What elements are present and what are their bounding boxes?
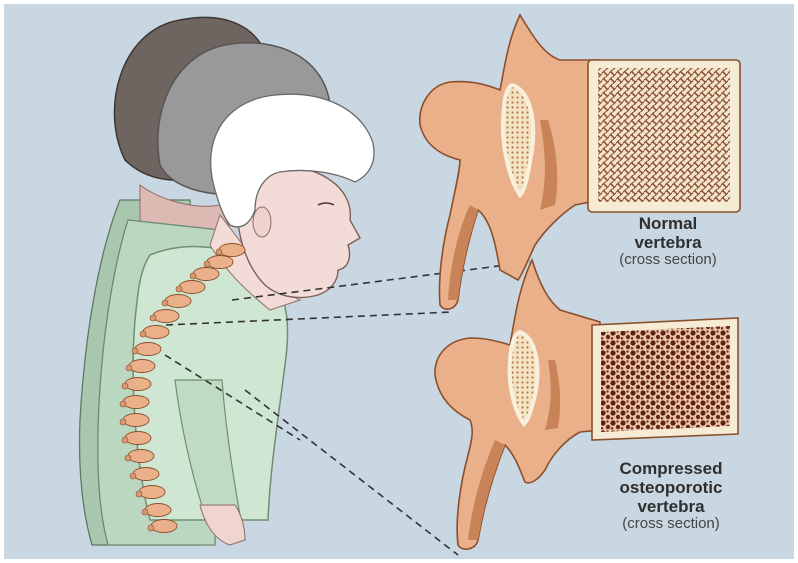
spinous-process (204, 261, 210, 267)
spinous-process (190, 273, 196, 279)
normal-vertebra-label: Normal vertebra (cross section) (588, 214, 748, 269)
spinous-process (136, 491, 142, 497)
spine-vertebra (219, 244, 245, 257)
spine-vertebra (125, 378, 151, 391)
compressed-label-line2: osteoporotic (586, 478, 756, 497)
normal-vertebra-trabecular-mesh (598, 68, 730, 202)
spine-vertebra (133, 468, 159, 481)
normal-label-line3: (cross section) (588, 252, 748, 269)
spine-vertebra (135, 343, 161, 356)
spinous-process (176, 286, 182, 292)
spine-vertebra (128, 450, 154, 463)
spine-vertebra (139, 486, 165, 499)
compressed-label-line1: Compressed (586, 459, 756, 478)
compressed-vertebra-porous-mesh (601, 326, 730, 432)
spinous-process (122, 437, 128, 443)
spinous-process (126, 365, 132, 371)
spinous-process (130, 473, 136, 479)
spine-vertebra (123, 414, 149, 427)
normal-label-line1: Normal (588, 214, 748, 233)
spinous-process (125, 455, 131, 461)
spine-vertebra (179, 281, 205, 294)
spinous-process (122, 383, 128, 389)
spine-vertebra (153, 310, 179, 323)
spine-vertebra (143, 326, 169, 339)
front-figure-ear (253, 207, 271, 237)
spinous-process (120, 401, 126, 407)
compressed-label-line4: (cross section) (586, 516, 756, 533)
spine-vertebra (193, 268, 219, 281)
spine-vertebra (123, 396, 149, 409)
spinous-process (148, 525, 154, 531)
spine-vertebra (207, 256, 233, 269)
spine-vertebra (165, 295, 191, 308)
compressed-label-line3: vertebra (586, 497, 756, 516)
spine-vertebra (125, 432, 151, 445)
spinous-process (216, 249, 222, 255)
spine-vertebra (151, 520, 177, 533)
normal-label-line2: vertebra (588, 233, 748, 252)
spine-vertebra (145, 504, 171, 517)
spinous-process (150, 315, 156, 321)
spinous-process (132, 348, 138, 354)
spine-vertebra (129, 360, 155, 373)
spinous-process (162, 300, 168, 306)
spinous-process (120, 419, 126, 425)
compressed-vertebra-label: Compressed osteoporotic vertebra (cross … (586, 459, 756, 533)
spinous-process (142, 509, 148, 515)
spinous-process (140, 331, 146, 337)
